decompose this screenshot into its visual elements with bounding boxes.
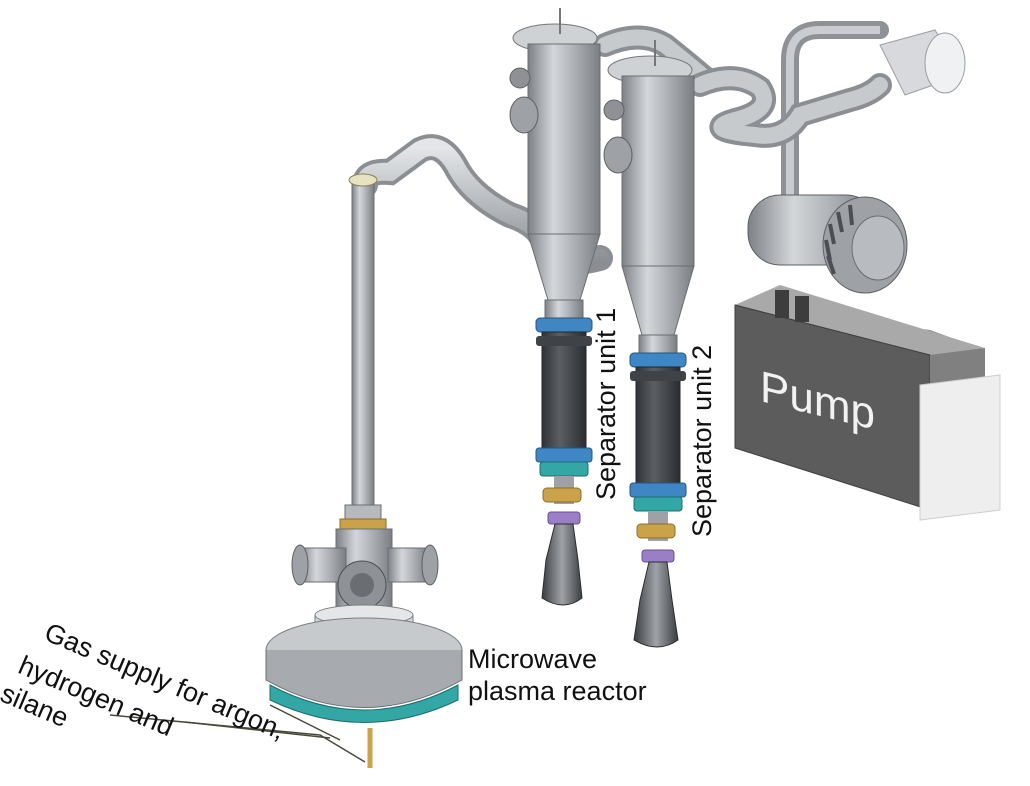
gas-supply-leaders (109, 704, 366, 763)
separator-unit-1 (509, 8, 601, 606)
exhaust-cylinder (879, 29, 966, 96)
pump-box (734, 285, 1001, 521)
reactor-label-line-2: plasma reactor (468, 676, 647, 706)
separator-unit-2 (603, 40, 695, 648)
separator-unit-1-label: Separator unit 1 (591, 307, 621, 500)
separator-unit-2-label: Separator unit 2 (687, 344, 717, 537)
microwave-plasma-reactor (265, 173, 463, 768)
pump-group (734, 21, 1001, 521)
pump-motor (747, 194, 908, 294)
reactor-label-line-1: Microwave (468, 644, 598, 674)
